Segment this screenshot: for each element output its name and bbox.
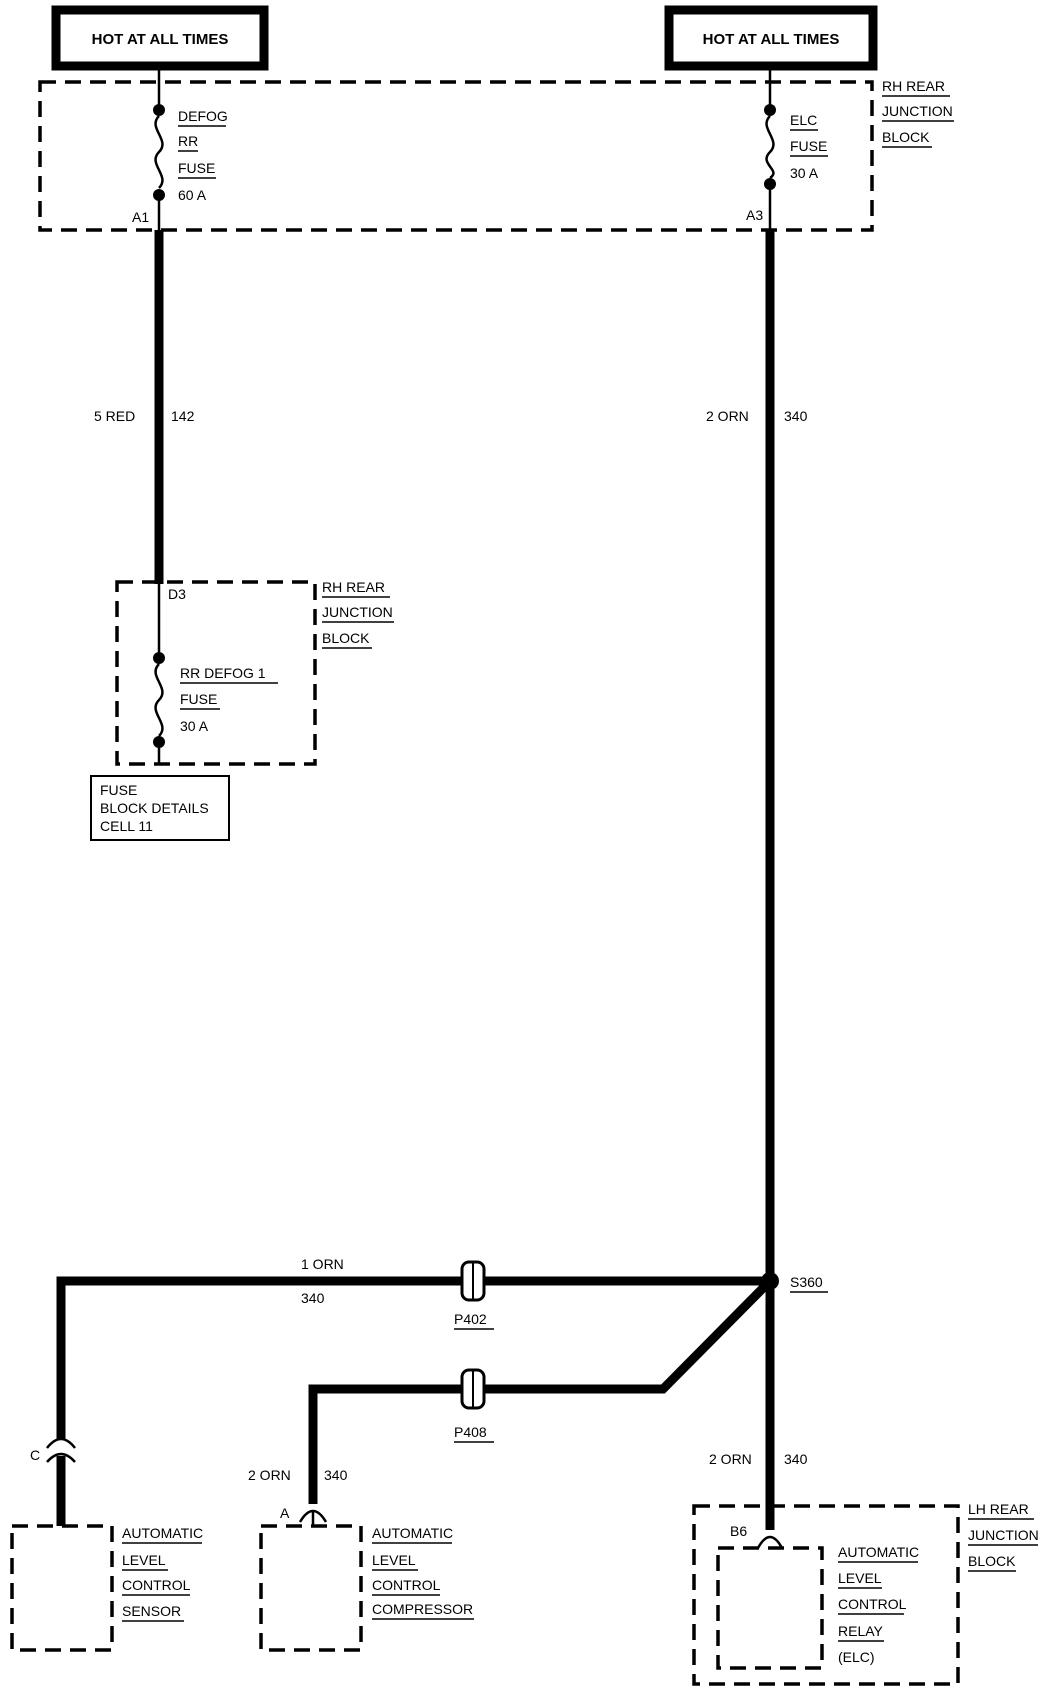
fuse-rr-defog-1-line-2: FUSE bbox=[180, 691, 217, 707]
top-block-name-1: RH REAR bbox=[882, 78, 945, 94]
relay-name-1: AUTOMATIC bbox=[838, 1544, 919, 1560]
sensor-name-4: SENSOR bbox=[122, 1603, 181, 1619]
power-label-right: HOT AT ALL TIMES bbox=[703, 31, 840, 48]
relay-name-4: RELAY bbox=[838, 1623, 884, 1639]
wire-1-orn-340 bbox=[56, 1276, 770, 1440]
fuse-block-details-note: FUSE BLOCK DETAILS CELL 11 bbox=[90, 775, 230, 841]
bottom-block-name-1: LH REAR bbox=[968, 1501, 1029, 1517]
compressor-pin-a-connector: A bbox=[280, 1505, 328, 1526]
top-block-name-2: JUNCTION bbox=[882, 103, 953, 119]
connector-p408-label: P408 bbox=[454, 1424, 487, 1440]
wire-relay-circuit: 340 bbox=[784, 1451, 808, 1467]
wire-sensor-circuit: 340 bbox=[301, 1290, 325, 1306]
mid-block-name-3: BLOCK bbox=[322, 630, 370, 646]
wire-right-gauge: 2 ORN bbox=[706, 408, 749, 424]
pin-a1: A1 bbox=[132, 209, 149, 225]
relay-pin-b6-connector: B6 bbox=[730, 1523, 784, 1549]
note-line-2: BLOCK DETAILS bbox=[100, 800, 209, 816]
fuse-defog-line-2: RR bbox=[178, 133, 198, 149]
sensor-pin-label: C bbox=[30, 1447, 40, 1463]
pin-d3: D3 bbox=[168, 586, 186, 602]
fuse-rr-defog-1-rating: 30 A bbox=[180, 718, 209, 734]
top-block-name-3: BLOCK bbox=[882, 129, 930, 145]
fuse-defog-rating: 60 A bbox=[178, 187, 207, 203]
mid-junction-block: D3 RR DEFOG 1 FUSE 30 A RH REAR JUNCTION… bbox=[115, 579, 394, 766]
compressor-name-4: COMPRESSOR bbox=[372, 1601, 473, 1617]
wire-left-gauge: 5 RED bbox=[94, 408, 135, 424]
relay-pin-label: B6 bbox=[730, 1523, 747, 1539]
note-line-3: CELL 11 bbox=[100, 818, 153, 834]
relay-name-2: LEVEL bbox=[838, 1570, 882, 1586]
compressor-name-3: CONTROL bbox=[372, 1577, 441, 1593]
wire-compressor-circuit: 340 bbox=[324, 1467, 348, 1483]
automatic-level-control-compressor: AUTOMATIC LEVEL CONTROL COMPRESSOR bbox=[259, 1524, 474, 1652]
connector-p402: P402 bbox=[454, 1260, 494, 1330]
fuse-elc-line-2: FUSE bbox=[790, 138, 827, 154]
splice-label: S360 bbox=[790, 1274, 823, 1290]
fuse-defog-line-1: DEFOG bbox=[178, 108, 228, 124]
mid-block-name-1: RH REAR bbox=[322, 579, 385, 595]
compressor-name-1: AUTOMATIC bbox=[372, 1525, 453, 1541]
fuse-defog-line-3: FUSE bbox=[178, 160, 215, 176]
power-source-left: HOT AT ALL TIMES bbox=[51, 5, 269, 71]
fuse-rr-defog-1-line-1: RR DEFOG 1 bbox=[180, 665, 266, 681]
fuse-elc: ELC FUSE 30 A A3 bbox=[746, 66, 828, 230]
bottom-junction-block: LH REAR JUNCTION BLOCK bbox=[692, 1501, 1039, 1686]
connector-p402-label: P402 bbox=[454, 1311, 487, 1327]
note-line-1: FUSE bbox=[100, 782, 137, 798]
automatic-level-control-relay: AUTOMATIC LEVEL CONTROL RELAY (ELC) bbox=[716, 1544, 919, 1670]
wire-compressor-gauge: 2 ORN bbox=[248, 1467, 291, 1483]
wire-left-circuit: 142 bbox=[171, 408, 195, 424]
relay-name-3: CONTROL bbox=[838, 1596, 907, 1612]
compressor-pin-label: A bbox=[280, 1505, 290, 1521]
wire-right-circuit: 340 bbox=[784, 408, 808, 424]
bottom-block-name-2: JUNCTION bbox=[968, 1527, 1039, 1543]
power-label-left: HOT AT ALL TIMES bbox=[92, 31, 229, 48]
connector-p408: P408 bbox=[454, 1368, 494, 1443]
sensor-name-2: LEVEL bbox=[122, 1552, 166, 1568]
fuse-defog-rr: DEFOG RR FUSE 60 A A1 bbox=[132, 66, 228, 230]
fuse-elc-line-1: ELC bbox=[790, 112, 817, 128]
compressor-name-2: LEVEL bbox=[372, 1552, 416, 1568]
wire-2-orn-340-compressor bbox=[308, 1277, 774, 1504]
sensor-pin-c-connector: C bbox=[30, 1437, 76, 1526]
mid-block-name-2: JUNCTION bbox=[322, 604, 393, 620]
wire-sensor-gauge: 1 ORN bbox=[301, 1256, 344, 1272]
pin-a3: A3 bbox=[746, 207, 763, 223]
sensor-name-1: AUTOMATIC bbox=[122, 1525, 203, 1541]
fuse-elc-rating: 30 A bbox=[790, 165, 819, 181]
top-junction-block: RH REAR JUNCTION BLOCK bbox=[38, 78, 954, 232]
bottom-block-name-3: BLOCK bbox=[968, 1553, 1016, 1569]
automatic-level-control-sensor: AUTOMATIC LEVEL CONTROL SENSOR bbox=[10, 1524, 203, 1652]
sensor-name-3: CONTROL bbox=[122, 1577, 191, 1593]
wire-relay-gauge: 2 ORN bbox=[709, 1451, 752, 1467]
relay-name-5: (ELC) bbox=[838, 1649, 875, 1665]
power-source-right: HOT AT ALL TIMES bbox=[664, 5, 878, 71]
